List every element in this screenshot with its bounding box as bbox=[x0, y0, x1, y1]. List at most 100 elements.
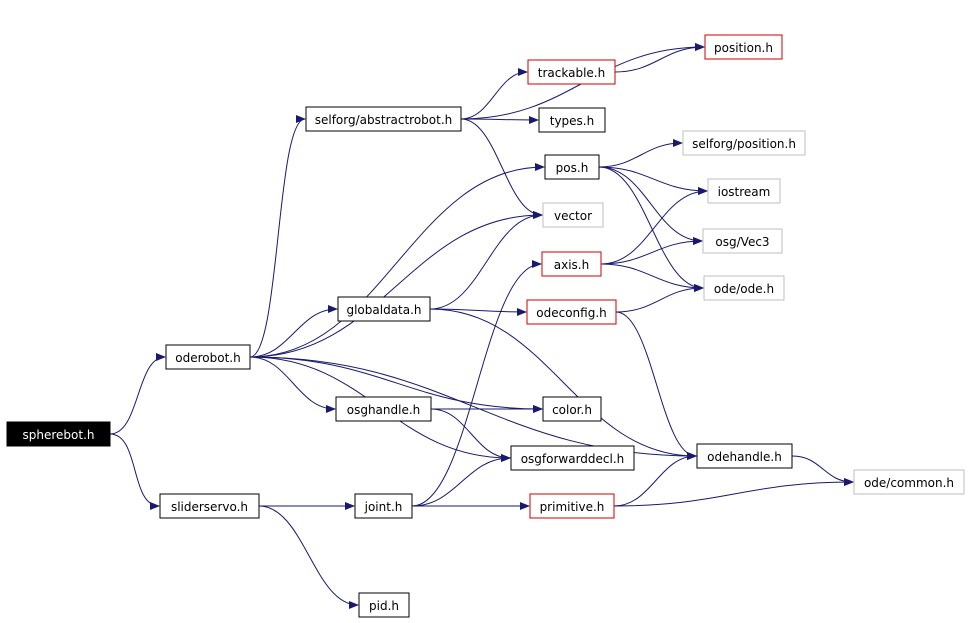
node-odeconfig[interactable]: odeconfig.h bbox=[526, 299, 617, 325]
node-label-osgforwarddecl: osgforwarddecl.h bbox=[521, 452, 625, 466]
edge-abstractrobot-to-vector bbox=[460, 118, 543, 219]
node-spherebot[interactable]: spherebot.h bbox=[6, 421, 111, 447]
node-box-oderobot bbox=[165, 344, 251, 370]
edge-oderobot-to-abstractrobot bbox=[249, 115, 306, 358]
edge-odehandle-to-odecommon bbox=[791, 455, 854, 486]
node-label-odeode: ode/ode.h bbox=[714, 282, 774, 296]
node-box-primitive bbox=[529, 493, 615, 519]
node-box-sliderservo bbox=[159, 493, 260, 519]
node-globaldata[interactable]: globaldata.h bbox=[337, 296, 431, 322]
node-box-pid bbox=[358, 592, 410, 618]
node-label-trackable: trackable.h bbox=[538, 66, 605, 80]
edge-oderobot-to-globaldata bbox=[249, 305, 338, 358]
node-label-joint: joint.h bbox=[364, 500, 403, 514]
edge-axis-to-osgvec3 bbox=[600, 237, 703, 265]
node-label-abstractrobot: selforg/abstractrobot.h bbox=[315, 113, 453, 127]
node-box-vector bbox=[542, 202, 604, 228]
edge-globaldata-to-odehandle bbox=[429, 308, 697, 460]
edge-oderobot-to-pos bbox=[249, 163, 545, 358]
edge-oderobot-to-vector bbox=[249, 211, 543, 358]
node-box-trackable bbox=[527, 59, 616, 85]
edge-abstractrobot-to-trackable bbox=[460, 68, 528, 120]
node-osgvec3[interactable]: osg/Vec3 bbox=[702, 228, 783, 254]
node-box-abstractrobot bbox=[305, 106, 462, 132]
node-label-spherebot: spherebot.h bbox=[23, 428, 95, 442]
node-osgforwarddecl[interactable]: osgforwarddecl.h bbox=[510, 445, 635, 471]
node-box-iostream bbox=[707, 178, 781, 204]
node-selforgposition[interactable]: selforg/position.h bbox=[682, 130, 806, 156]
node-label-vector: vector bbox=[554, 209, 592, 223]
nodes-layer: spherebot.h oderobot.h sliderservo.h selfor… bbox=[6, 34, 965, 618]
node-label-odecommon: ode/common.h bbox=[864, 476, 954, 490]
edge-axis-to-odeode bbox=[600, 263, 704, 292]
node-primitive[interactable]: primitive.h bbox=[529, 493, 615, 519]
edge-pos-to-osgvec3 bbox=[598, 166, 703, 245]
node-label-osgvec3: osg/Vec3 bbox=[715, 235, 769, 249]
node-box-osgforwarddecl bbox=[510, 445, 635, 471]
node-pos[interactable]: pos.h bbox=[544, 154, 600, 180]
edge-odeconfig-to-odehandle bbox=[615, 311, 697, 460]
node-label-odehandle: odehandle.h bbox=[707, 450, 782, 464]
node-label-primitive: primitive.h bbox=[540, 500, 605, 514]
node-label-iostream: iostream bbox=[718, 185, 771, 199]
node-label-sliderservo: sliderservo.h bbox=[171, 500, 248, 514]
edge-globaldata-to-vector bbox=[429, 211, 543, 310]
node-odeode[interactable]: ode/ode.h bbox=[703, 275, 785, 301]
node-types[interactable]: types.h bbox=[538, 107, 606, 133]
node-box-axis bbox=[541, 251, 602, 277]
node-vector[interactable]: vector bbox=[542, 202, 604, 228]
node-box-osgvec3 bbox=[702, 228, 783, 254]
node-label-globaldata: globaldata.h bbox=[346, 303, 421, 317]
edge-joint-to-osgforwarddecl bbox=[411, 454, 511, 507]
edge-pos-to-selforgposition bbox=[598, 139, 683, 168]
node-box-globaldata bbox=[337, 296, 431, 322]
node-label-position: position.h bbox=[714, 41, 773, 55]
node-odecommon[interactable]: ode/common.h bbox=[853, 469, 965, 495]
node-abstractrobot[interactable]: selforg/abstractrobot.h bbox=[305, 106, 462, 132]
edge-primitive-to-odecommon bbox=[613, 478, 854, 507]
node-joint[interactable]: joint.h bbox=[354, 493, 413, 519]
node-box-selforgposition bbox=[682, 130, 806, 156]
edge-trackable-to-position bbox=[614, 43, 705, 73]
edge-spherebot-to-oderobot bbox=[109, 353, 166, 435]
edge-primitive-to-odehandle bbox=[613, 452, 697, 507]
node-box-joint bbox=[354, 493, 413, 519]
edge-spherebot-to-sliderservo bbox=[109, 433, 160, 510]
edge-osghandle-to-osgforwarddecl bbox=[430, 408, 511, 462]
edge-pos-to-odeode bbox=[598, 166, 704, 292]
edge-oderobot-to-odehandle bbox=[249, 356, 697, 460]
node-oderobot[interactable]: oderobot.h bbox=[165, 344, 251, 370]
node-osghandle[interactable]: osghandle.h bbox=[335, 396, 432, 422]
node-label-pos: pos.h bbox=[556, 161, 589, 175]
node-label-osghandle: osghandle.h bbox=[347, 403, 421, 417]
node-label-color: color.h bbox=[552, 403, 592, 417]
node-trackable[interactable]: trackable.h bbox=[527, 59, 616, 85]
node-box-types bbox=[538, 107, 606, 133]
edge-sliderservo-to-pid bbox=[258, 505, 359, 609]
node-sliderservo[interactable]: sliderservo.h bbox=[159, 493, 260, 519]
edge-joint-to-axis bbox=[411, 260, 542, 507]
node-axis[interactable]: axis.h bbox=[541, 251, 602, 277]
node-position[interactable]: position.h bbox=[704, 34, 783, 60]
edge-abstractrobot-to-types bbox=[460, 115, 539, 124]
node-label-types: types.h bbox=[550, 114, 594, 128]
node-box-odeode bbox=[703, 275, 785, 301]
node-box-odehandle bbox=[696, 443, 793, 469]
node-iostream[interactable]: iostream bbox=[707, 178, 781, 204]
node-pid[interactable]: pid.h bbox=[358, 592, 410, 618]
node-color[interactable]: color.h bbox=[542, 396, 602, 422]
node-label-odeconfig: odeconfig.h bbox=[536, 306, 606, 320]
edge-oderobot-to-color bbox=[249, 356, 543, 413]
node-box-pos bbox=[544, 154, 600, 180]
node-odehandle[interactable]: odehandle.h bbox=[696, 443, 793, 469]
node-box-osghandle bbox=[335, 396, 432, 422]
edge-oderobot-to-osghandle bbox=[249, 356, 336, 413]
edges-layer bbox=[109, 43, 854, 609]
node-label-axis: axis.h bbox=[554, 258, 589, 272]
edge-odeconfig-to-odeode bbox=[615, 284, 704, 313]
node-label-oderobot: oderobot.h bbox=[175, 351, 240, 365]
edge-pos-to-iostream bbox=[598, 166, 708, 195]
node-label-pid: pid.h bbox=[369, 599, 399, 613]
node-box-odecommon bbox=[853, 469, 965, 495]
